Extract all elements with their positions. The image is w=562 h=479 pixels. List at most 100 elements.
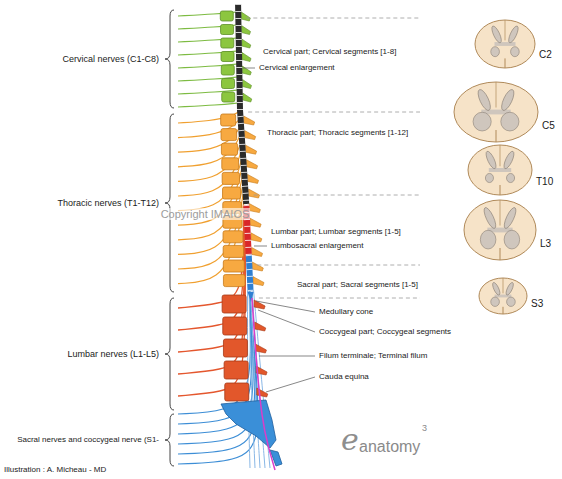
lumbar-vertebra-spinous-process [255,344,266,353]
part-label: Medullary cone [318,307,374,316]
lumbar-vertebra-body [223,339,247,357]
thoracic-vertebra-spinous-process [253,277,264,286]
thoracic-vertebra-spinous-process [252,247,263,256]
ventral-fissure [500,248,501,260]
leader-line [256,301,315,312]
leader-line [259,356,315,357]
cervical-vertebra-spinous-process [242,39,251,48]
cord-cross-section [479,278,527,314]
logo: e [340,423,360,458]
leader-line [266,377,315,392]
dorsal-horn [505,282,515,296]
dorsal-horn [491,282,501,296]
ventral-horn [473,112,491,131]
cervical-vertebra-spinous-process [242,66,251,75]
part-label: Lumbosacral enlargement [270,241,365,250]
thoracic-vertebra-body [222,158,239,170]
part-label: Thoracic part; Thoracic segments [1-12] [266,128,409,137]
cervical-vertebra-body [221,25,234,35]
section-label: T10 [535,176,554,188]
gray-commissure [495,42,516,46]
thoracic-vertebra-spinous-process [250,218,261,227]
logo: anatomy [358,438,421,456]
cervical-vertebra-body [222,79,235,89]
ventral-horn [485,173,493,182]
bracket [165,114,174,292]
vertebral-column [220,11,282,466]
thoracic-vertebra-body [221,114,236,126]
dorsal-horn [476,88,493,112]
ventral-horn [507,173,515,182]
section-label: S3 [530,298,544,310]
thoracic-vertebra-body [221,143,237,155]
thoracic-vertebra-body [223,231,243,243]
ventral-horn [491,47,500,57]
leader-line [243,68,255,69]
nerves [178,12,270,468]
watermark: Copyright IMAIOS [160,208,251,221]
dashed-separator [254,195,420,196]
nerve-group-label: Thoracic nerves (T1-T12) [56,198,160,208]
part-label: Sacral part; Sacral segments [1-5] [296,280,419,289]
filum-terminale [252,298,275,470]
dorsal-horn [502,150,516,170]
section-label: C2 [538,49,553,61]
thoracic-vertebra-spinous-process [249,204,260,213]
median-sulcus [500,200,501,226]
dashed-separator [246,18,420,19]
ventral-fissure [496,130,497,142]
ventral-horn [504,230,520,249]
section-label: L3 [539,238,552,250]
ventral-fissure [500,185,501,195]
sacral-cord [249,255,251,291]
white-matter [464,200,536,260]
guides [165,10,420,466]
thoracic-vertebra-spinous-process [247,160,258,169]
sacral-nerve [178,257,251,414]
median-sulcus [496,82,497,108]
gray-commissure [495,295,512,298]
part-label: Coccygeal part; Coccygeal segments [318,327,452,336]
gray-commissure [489,168,511,172]
thoracic-vertebra-body [223,275,245,287]
part-label: Cervical enlargement [258,63,336,72]
ventral-horn [507,297,516,306]
thoracic-vertebra-spinous-process [244,116,255,125]
thoracic-vertebra-body [223,245,243,257]
spinal-cord [238,4,275,470]
cervical-vertebra-body [220,11,233,21]
ventral-horn [480,230,496,249]
thoracic-vertebra-spinous-process [245,131,256,140]
thoracic-vertebra-body [223,187,241,199]
ventral-fissure [503,307,504,314]
sacral-nerve [178,263,252,424]
cervical-vertebra-spinous-process [243,80,252,89]
cervical-vertebra-body [221,65,234,75]
thoracic-vertebra-body [222,172,239,184]
ventral-horn [511,47,520,57]
cervical-nerve [178,103,238,107]
sacral-cord-segments [249,255,251,291]
lumbar-vertebra-body [225,383,249,401]
bracket [165,10,174,108]
sacral-nerve [178,287,258,464]
cord-cross-section [454,82,538,142]
nerve-group-label: Sacral nerves and coccygeal nerve (S1- [16,435,160,444]
part-label: Filum terminale; Terminal filum [318,351,428,360]
cord-cross-section [468,145,532,195]
dorsal-horn [502,206,518,230]
section-label: C5 [541,120,556,132]
cervical-vertebra-spinous-process [241,12,250,21]
dorsal-horn [482,206,498,230]
median-sulcus [503,278,504,293]
white-matter [468,145,532,195]
dorsal-horn [499,88,516,112]
cervical-vertebra-body [221,38,234,48]
cord-cross-section [475,20,535,68]
median-sulcus [505,20,506,40]
cervical-vertebra-spinous-process [242,26,251,35]
cervical-vertebra-body [221,52,234,62]
thoracic-vertebra-spinous-process [249,189,260,198]
dashed-separator [257,265,420,266]
